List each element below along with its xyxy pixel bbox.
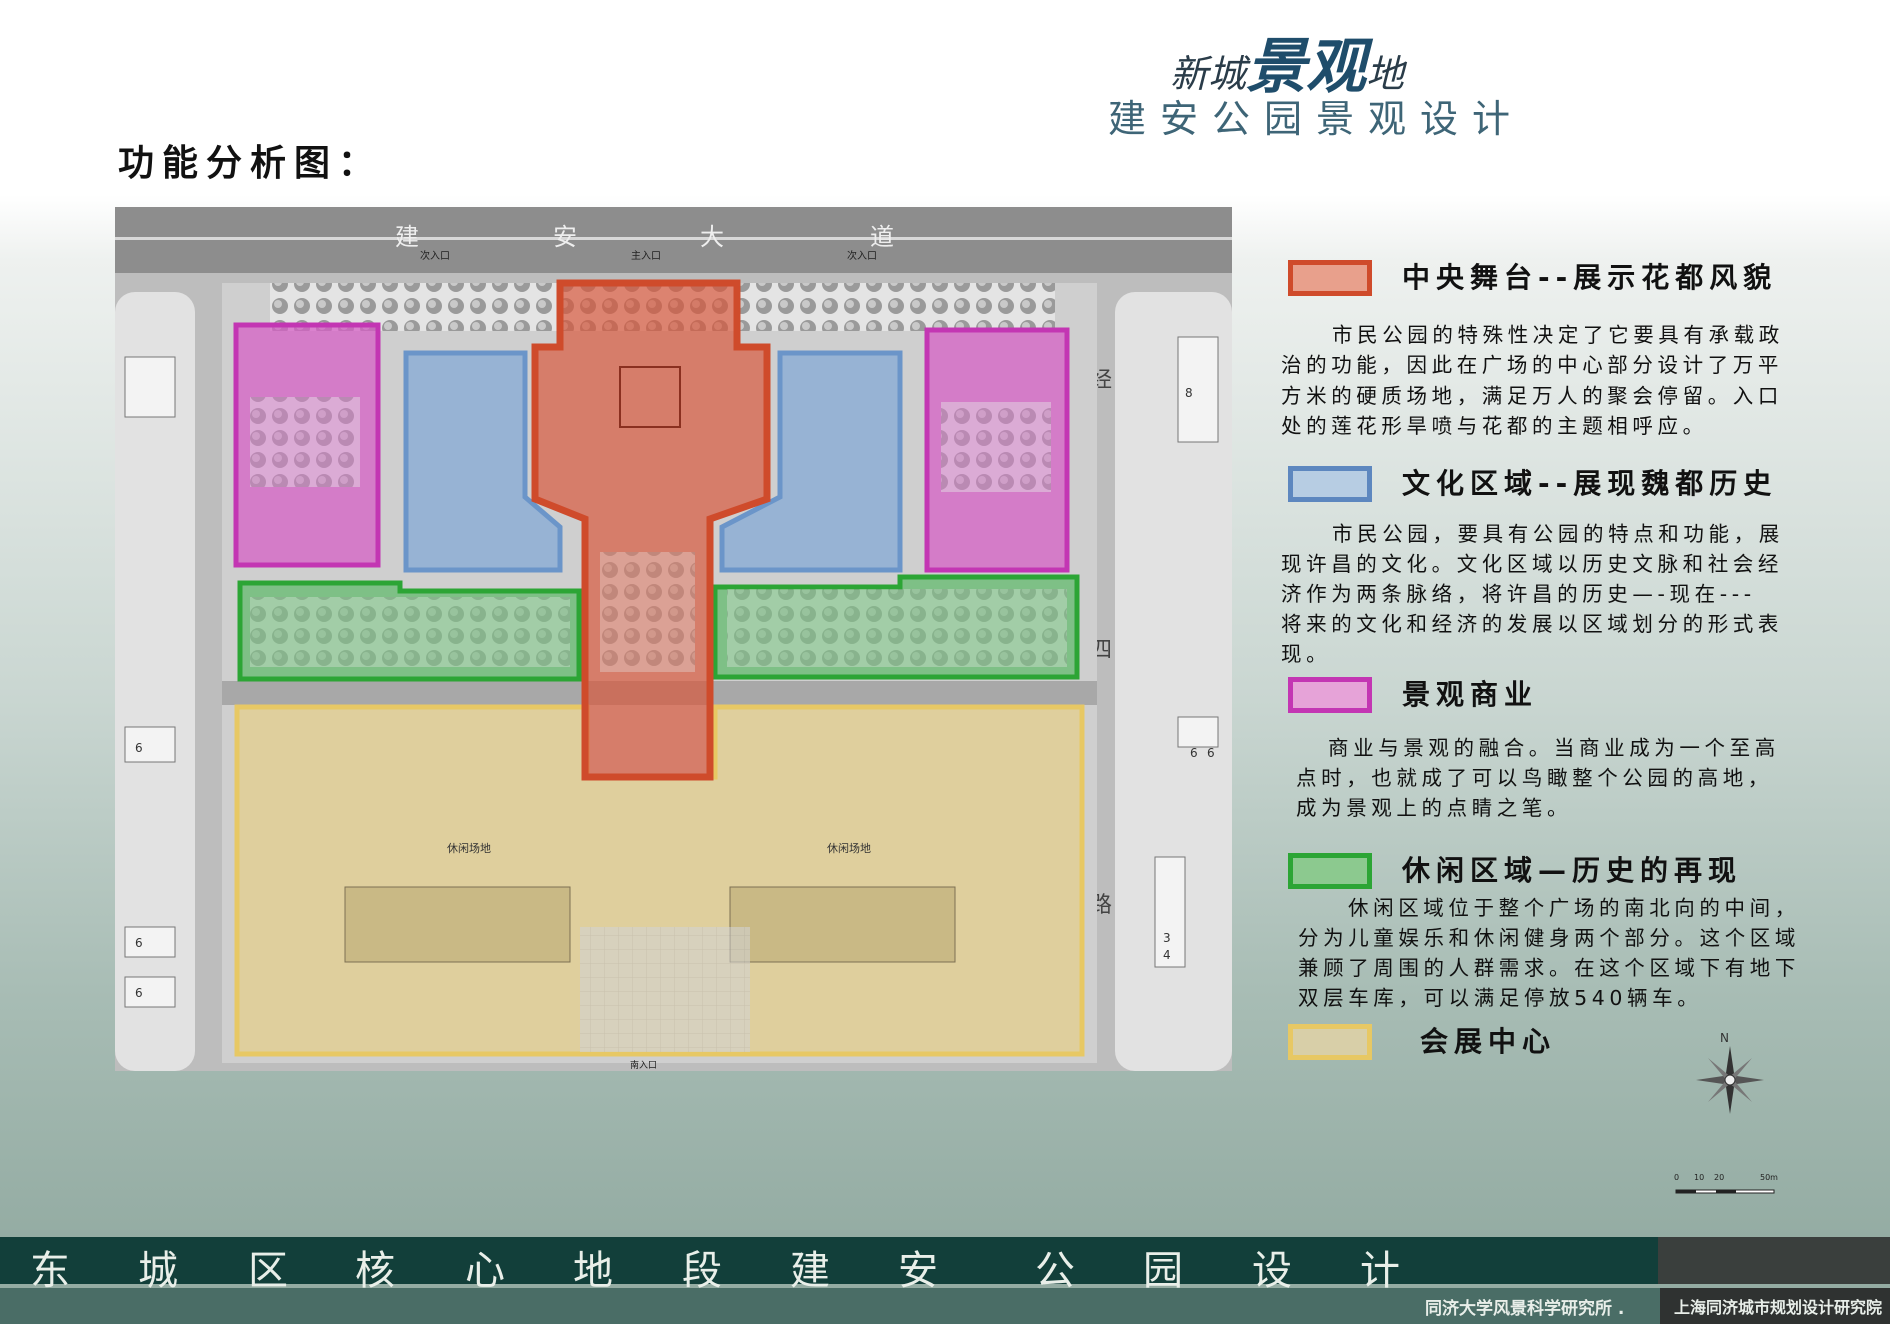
legend-swatch-commerce (1288, 677, 1372, 713)
footer-char-13: 计 (1360, 1248, 1400, 1294)
project-subtitle: 建安公园景观设计 (1108, 97, 1525, 141)
building-number-7: 6 (1190, 746, 1198, 760)
entrance-main: 主入口 (631, 250, 661, 262)
footer-char-3: 区 (248, 1248, 288, 1294)
legend-desc-culture-3: 济作为两条脉络，将许昌的历史—-现在--- (1281, 582, 1756, 606)
legend-title-commerce: 景观商业 (1402, 678, 1539, 711)
scale-tick-0: 0 (1674, 1173, 1679, 1182)
zone-central-stage (531, 279, 771, 781)
footer-char-2: 城 (138, 1248, 178, 1294)
leisure-label-left: 休闲场地 (447, 841, 491, 855)
road-north-char-2: 安 (553, 223, 577, 251)
credit-tongji-planning: 上海同济城市规划设计研究院 (1674, 1298, 1883, 1317)
legend-desc-stage-1: 市民公园的特殊性决定了它要具有承载政 (1332, 323, 1784, 347)
building-number-3: 6 (135, 936, 143, 950)
expo-hall-left (344, 886, 571, 963)
legend-desc-leisure-2: 分为儿童娱乐和休闲健身两个部分。这个区域 (1298, 926, 1800, 950)
compass-icon: N (1696, 1031, 1764, 1114)
expo-hall-right (729, 886, 956, 963)
footer-char-6: 地 (573, 1248, 613, 1294)
brand-text-big: 景观 (1246, 32, 1367, 102)
compass-north-label: N (1720, 1031, 1729, 1045)
entrance-secondary-right: 次入口 (847, 249, 877, 262)
legend-desc-commerce-3: 成为景观上的点睛之笔。 (1296, 796, 1573, 820)
footer-char-12: 设 (1252, 1248, 1292, 1294)
legend-desc-stage-2: 治的功能，因此在广场的中心部分设计了万平 (1281, 353, 1783, 377)
entrance-secondary-left: 次入口 (420, 249, 450, 262)
credit-tongji-institute: 同济大学风景科学研究所 . (1425, 1299, 1625, 1319)
footer-char-1: 东 (30, 1248, 70, 1294)
legend-desc-culture-4: 将来的文化和经济的发展以区域划分的形式表 (1281, 612, 1783, 636)
legend-desc-leisure-4: 双层车库，可以满足停放540辆车。 (1298, 986, 1703, 1010)
road-north-char-1: 建 (395, 223, 419, 251)
legend-desc-leisure-1: 休闲区域位于整个广场的南北向的中间， (1348, 896, 1800, 920)
leisure-label-right: 休闲场地 (827, 841, 871, 855)
building-number-4: 6 (135, 986, 143, 1000)
block-right (1115, 292, 1232, 1071)
legend-desc-commerce-1: 商业与景观的融合。当商业成为一个至高 (1328, 736, 1780, 760)
brand-logo: 新城景观地 (1170, 18, 1404, 105)
footer-char-9: 安 (898, 1248, 938, 1294)
legend-desc-stage-4: 处的莲花形旱喷与花都的主题相呼应。 (1281, 414, 1708, 438)
brand-text-1: 新城 (1170, 52, 1247, 96)
legend-swatch-culture (1288, 466, 1372, 502)
legend-desc-culture-2: 现许昌的文化。文化区域以历史文脉和社会经 (1281, 552, 1783, 576)
site-plan: 建 安 大 道 次入口 主入口 次入口 8 6 6 6 3 4 6 6 经 四 … (115, 207, 1232, 1071)
footer-strip (0, 1288, 1890, 1324)
road-north-char-4: 道 (870, 223, 894, 251)
scale-tick-3: 50m (1760, 1173, 1778, 1182)
page-title: 功能分析图： (118, 143, 383, 184)
expo-plaza (580, 927, 750, 1052)
legend-desc-culture-5: 现。 (1281, 642, 1332, 666)
building-number-1: 8 (1185, 386, 1193, 400)
footer-char-10: 公 (1035, 1248, 1075, 1294)
legend-desc-commerce-2: 点时，也就成了可以鸟瞰整个公园的高地， (1296, 766, 1773, 790)
legend-swatch-leisure (1288, 853, 1372, 889)
scale-tick-1: 10 (1694, 1173, 1704, 1182)
footer-char-8: 建 (790, 1248, 830, 1294)
footer-bar-right (1658, 1237, 1890, 1284)
entrance-south: 南入口 (630, 1059, 657, 1071)
footer-char-11: 园 (1143, 1248, 1183, 1294)
legend-title-expo: 会展中心 (1420, 1025, 1557, 1058)
brand-text-2: 地 (1366, 52, 1405, 96)
footer-char-5: 心 (465, 1248, 505, 1294)
zone-culture-left (403, 350, 563, 573)
legend-swatch-stage (1288, 260, 1372, 296)
zone-culture-right (719, 350, 903, 573)
legend-desc-stage-3: 方米的硬质场地，满足万人的聚会停留。入口 (1281, 384, 1783, 408)
legend-desc-culture-1: 市民公园，要具有公园的特点和功能，展 (1332, 522, 1784, 546)
footer-bar (0, 1237, 1658, 1284)
credit-box: 上海同济城市规划设计研究院 (1660, 1288, 1890, 1324)
building-number-5: 3 (1163, 931, 1171, 945)
building-number-8: 6 (1207, 746, 1215, 760)
footer-char-7: 段 (682, 1248, 722, 1294)
legend-title-stage: 中央舞台--展示花都风貌 (1402, 261, 1778, 294)
building-number-6: 4 (1163, 948, 1171, 962)
legend-title-culture: 文化区域--展现魏都历史 (1402, 467, 1778, 500)
scale-tick-2: 20 (1714, 1173, 1724, 1182)
block-left (115, 292, 195, 1071)
building-number-2: 6 (135, 741, 143, 755)
legend-desc-leisure-3: 兼顾了周围的人群需求。在这个区域下有地下 (1298, 956, 1800, 980)
scale-bar: 0 10 20 50m (1674, 1173, 1778, 1194)
footer-char-4: 核 (355, 1248, 395, 1294)
legend-title-leisure: 休闲区域—历史的再现 (1402, 854, 1743, 887)
legend-swatch-expo (1288, 1024, 1372, 1060)
road-north-char-3: 大 (700, 223, 724, 251)
